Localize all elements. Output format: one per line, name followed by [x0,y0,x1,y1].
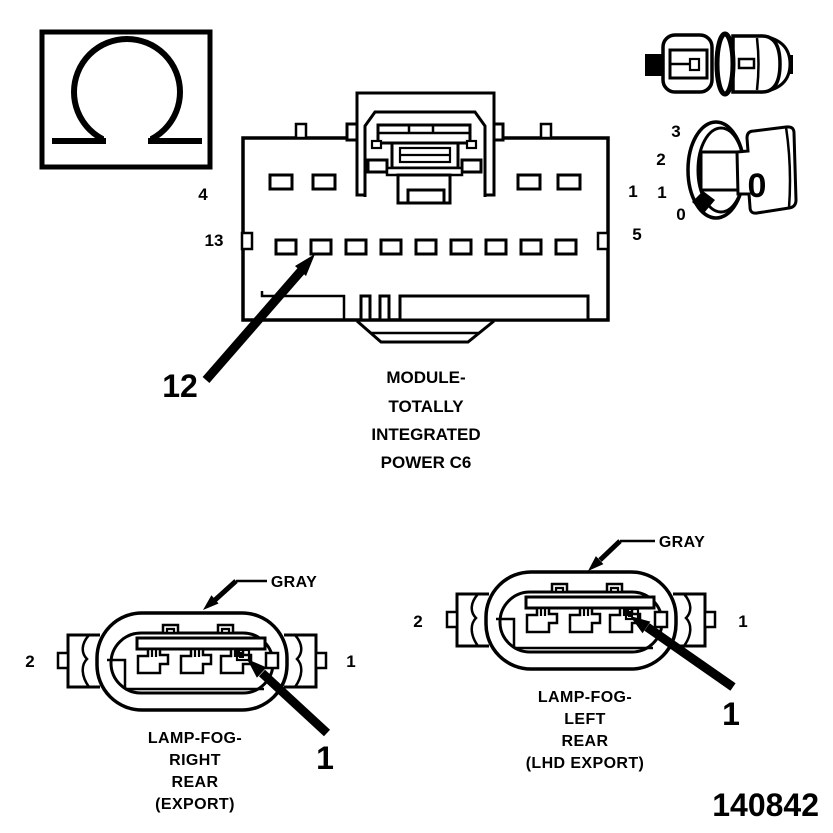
tipm-mouth-trapezoid [356,319,495,344]
tipm-pin-label-13: 13 [205,231,224,250]
tipm-pin-label-1: 1 [628,182,637,201]
omega-gap-mask [104,130,150,158]
fog-left-name-line3: REAR [562,733,609,750]
tipm-latch-foot-left [370,139,383,150]
tipm-latch-bar-detail [378,126,470,135]
fog-right-name-line4: (EXPORT) [155,796,235,813]
tipm-name-line1: MODULE- [386,368,465,387]
tipm-name-line3: INTEGRATED [371,425,480,444]
dial-pointer-diamond [692,191,715,213]
tipm-ear-right [539,122,553,140]
pin-cavity-10 [379,238,403,256]
female-slot [737,57,756,70]
fog-right-name-line2: RIGHT [169,752,221,769]
fog-left-name-line1: LAMP-FOG- [538,689,632,706]
fog-right-name-line1: LAMP-FOG- [148,730,242,747]
fog-left-pin-label-2: 2 [413,612,422,631]
seal-ring [714,31,736,97]
pin-cavity-11 [344,238,368,256]
fog-left-name-line4: (LHD EXPORT) [526,755,645,772]
fog-right-callout-label: 1 [316,740,334,776]
callout-12-arrow-shaft [202,268,305,383]
tipm-bottom-rib-2 [378,294,391,322]
tipm-side-notch-right [596,231,610,251]
dial-notch [699,150,747,192]
tipm-bottom-ledge [260,291,346,320]
fog-left-name-line2: LEFT [564,711,606,728]
connector-mating-icon [645,31,793,97]
tipm-pin-label-4: 4 [198,185,208,204]
tipm-latch-wing-right [460,158,483,174]
pin-cavity-5 [554,238,578,256]
dial-scale-3: 3 [671,122,680,141]
omega-circuit-symbol-icon [39,29,213,170]
pin-cavity-3 [311,173,337,191]
pin-cavity-13 [274,238,298,256]
fog-right-pin-label-2: 2 [25,652,34,671]
fog-left-callout-arrowhead [630,616,651,634]
tipm-callout-12: 12 [162,254,315,404]
fog-lamp-left-rear-connector: GRAY 2 1 1 LAMP-FOG- LEFT REAR (LHD EXPO… [413,534,747,772]
fog-left-gray-arrow-shaft [598,539,622,562]
fog-right-name-line3: REAR [172,774,219,791]
callout-12-arrowhead [295,254,315,276]
callout-12-label: 12 [162,368,198,404]
tipm-connector-drawing [240,91,610,344]
pin-cavity-6 [519,238,543,256]
fog-left-callout-arrow-shaft [644,623,736,691]
dial-scale-2: 2 [656,150,665,169]
female-body-divider [755,37,760,91]
tipm-latch-wing-left [366,158,389,174]
pin-cavity-7 [484,238,508,256]
fog-left-callout-label: 1 [722,696,740,732]
dial-key-tag [735,125,798,215]
tipm-name-line2: TOTALLY [388,397,464,416]
tipm-ear-left [294,122,308,140]
fog-right-pin-label-1: 1 [346,652,355,671]
tipm-bottom-rib-1 [359,294,372,322]
male-keyway-tab [688,57,701,72]
dial-face-label: 0 [748,167,767,205]
female-connector-body [731,34,782,94]
pin-cavity-4 [268,173,294,191]
fog-lamp-right-rear-connector: GRAY 2 1 1 LAMP-FOG- RIGHT REAR (EXPORT) [25,574,355,813]
fog-left-gray-arrowhead [588,556,604,571]
dial-scale-0: 0 [676,205,685,224]
pin-cavity-9 [414,238,438,256]
tipm-latch-tongue-slot [406,188,446,205]
fog-right-color-label: GRAY [271,574,317,591]
dial-key-tag-edge [784,126,792,209]
dial-scale-1: 1 [657,183,666,202]
fog-left-connector-drawing [445,570,717,671]
fog-left-pin-label-1: 1 [738,612,747,631]
fog-right-callout-arrow-shaft [258,669,331,737]
tipm-bottom-tray [398,294,590,322]
tipm-latch-foot-right [465,139,478,150]
fog-right-gray-arrowhead [203,595,219,610]
pin-cavity-1 [556,173,582,191]
pin-cavity-8 [449,238,473,256]
fog-right-callout-arrowhead [247,659,267,678]
tipm-side-notch-left [240,231,254,251]
terminal-dial-icon: 0 3 2 1 0 [656,120,798,224]
tipm-name: MODULE- TOTALLY INTEGRATED POWER C6 [371,368,480,472]
fog-right-gray-arrow-shaft [213,579,238,602]
figure-number: 140842 [712,787,819,823]
tipm-pin-label-5: 5 [632,225,641,244]
tipm-name-line4: POWER C6 [381,453,472,472]
fog-left-color-label: GRAY [659,534,705,551]
pin-cavity-2 [516,173,542,191]
left-wire-stub [645,54,663,76]
pin-cavity-12 [309,238,333,256]
